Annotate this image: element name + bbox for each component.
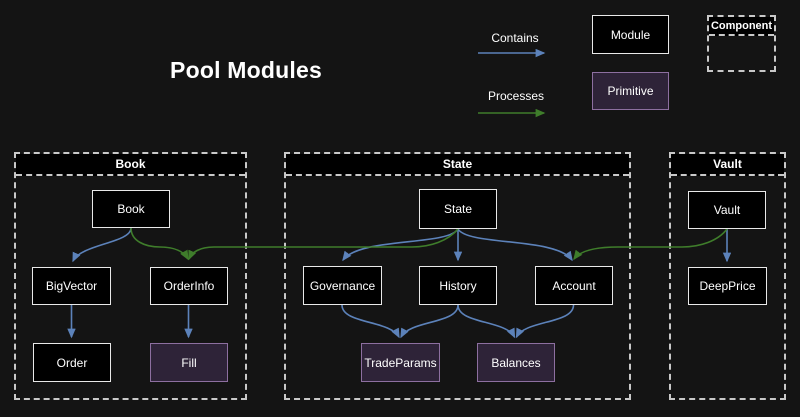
node-fill: Fill <box>150 343 228 382</box>
node-governance-label: Governance <box>309 278 376 293</box>
legend-processes-label: Processes <box>487 89 545 103</box>
container-vault-header: Vault <box>671 154 784 176</box>
node-state-label: State <box>443 202 473 216</box>
node-order-label: Order <box>56 355 88 370</box>
container-vault: Vault <box>669 152 786 400</box>
node-order: Order <box>33 343 111 382</box>
legend-contains-label: Contains <box>491 31 539 45</box>
node-deepprice: DeepPrice <box>688 267 767 305</box>
node-governance: Governance <box>303 266 382 305</box>
node-balances: Balances <box>477 343 555 382</box>
node-account-label: Account <box>552 278 596 293</box>
container-state: State <box>284 152 631 400</box>
node-account: Account <box>535 266 613 305</box>
node-orderinfo-label: OrderInfo <box>163 279 215 293</box>
legend-primitive-node: Primitive <box>592 72 669 110</box>
legend-primitive-label: Primitive <box>607 84 654 98</box>
node-history-label: History <box>439 278 477 293</box>
node-orderinfo: OrderInfo <box>150 267 228 305</box>
node-vault-label: Vault <box>713 203 741 217</box>
node-state: State <box>419 189 497 229</box>
node-balances-label: Balances <box>491 355 541 370</box>
node-tradeparams: TradeParams <box>361 343 440 382</box>
container-book: Book <box>14 152 247 400</box>
page-title: Pool Modules <box>170 57 322 83</box>
legend-component-box: Component <box>707 15 776 72</box>
node-book-label: Book <box>117 202 145 216</box>
node-deepprice-label: DeepPrice <box>699 279 756 293</box>
node-tradeparams-label: TradeParams <box>364 355 437 370</box>
container-book-header: Book <box>16 154 245 176</box>
container-state-header: State <box>286 154 629 176</box>
legend-module-label: Module <box>610 27 651 42</box>
node-bigvector: BigVector <box>32 267 111 305</box>
node-bigvector-label: BigVector <box>45 279 98 293</box>
node-history: History <box>419 266 497 305</box>
node-vault: Vault <box>688 191 766 229</box>
legend-module-node: Module <box>592 15 669 54</box>
node-book: Book <box>92 190 170 228</box>
legend-component-label: Component <box>709 17 774 36</box>
node-fill-label: Fill <box>181 355 197 370</box>
